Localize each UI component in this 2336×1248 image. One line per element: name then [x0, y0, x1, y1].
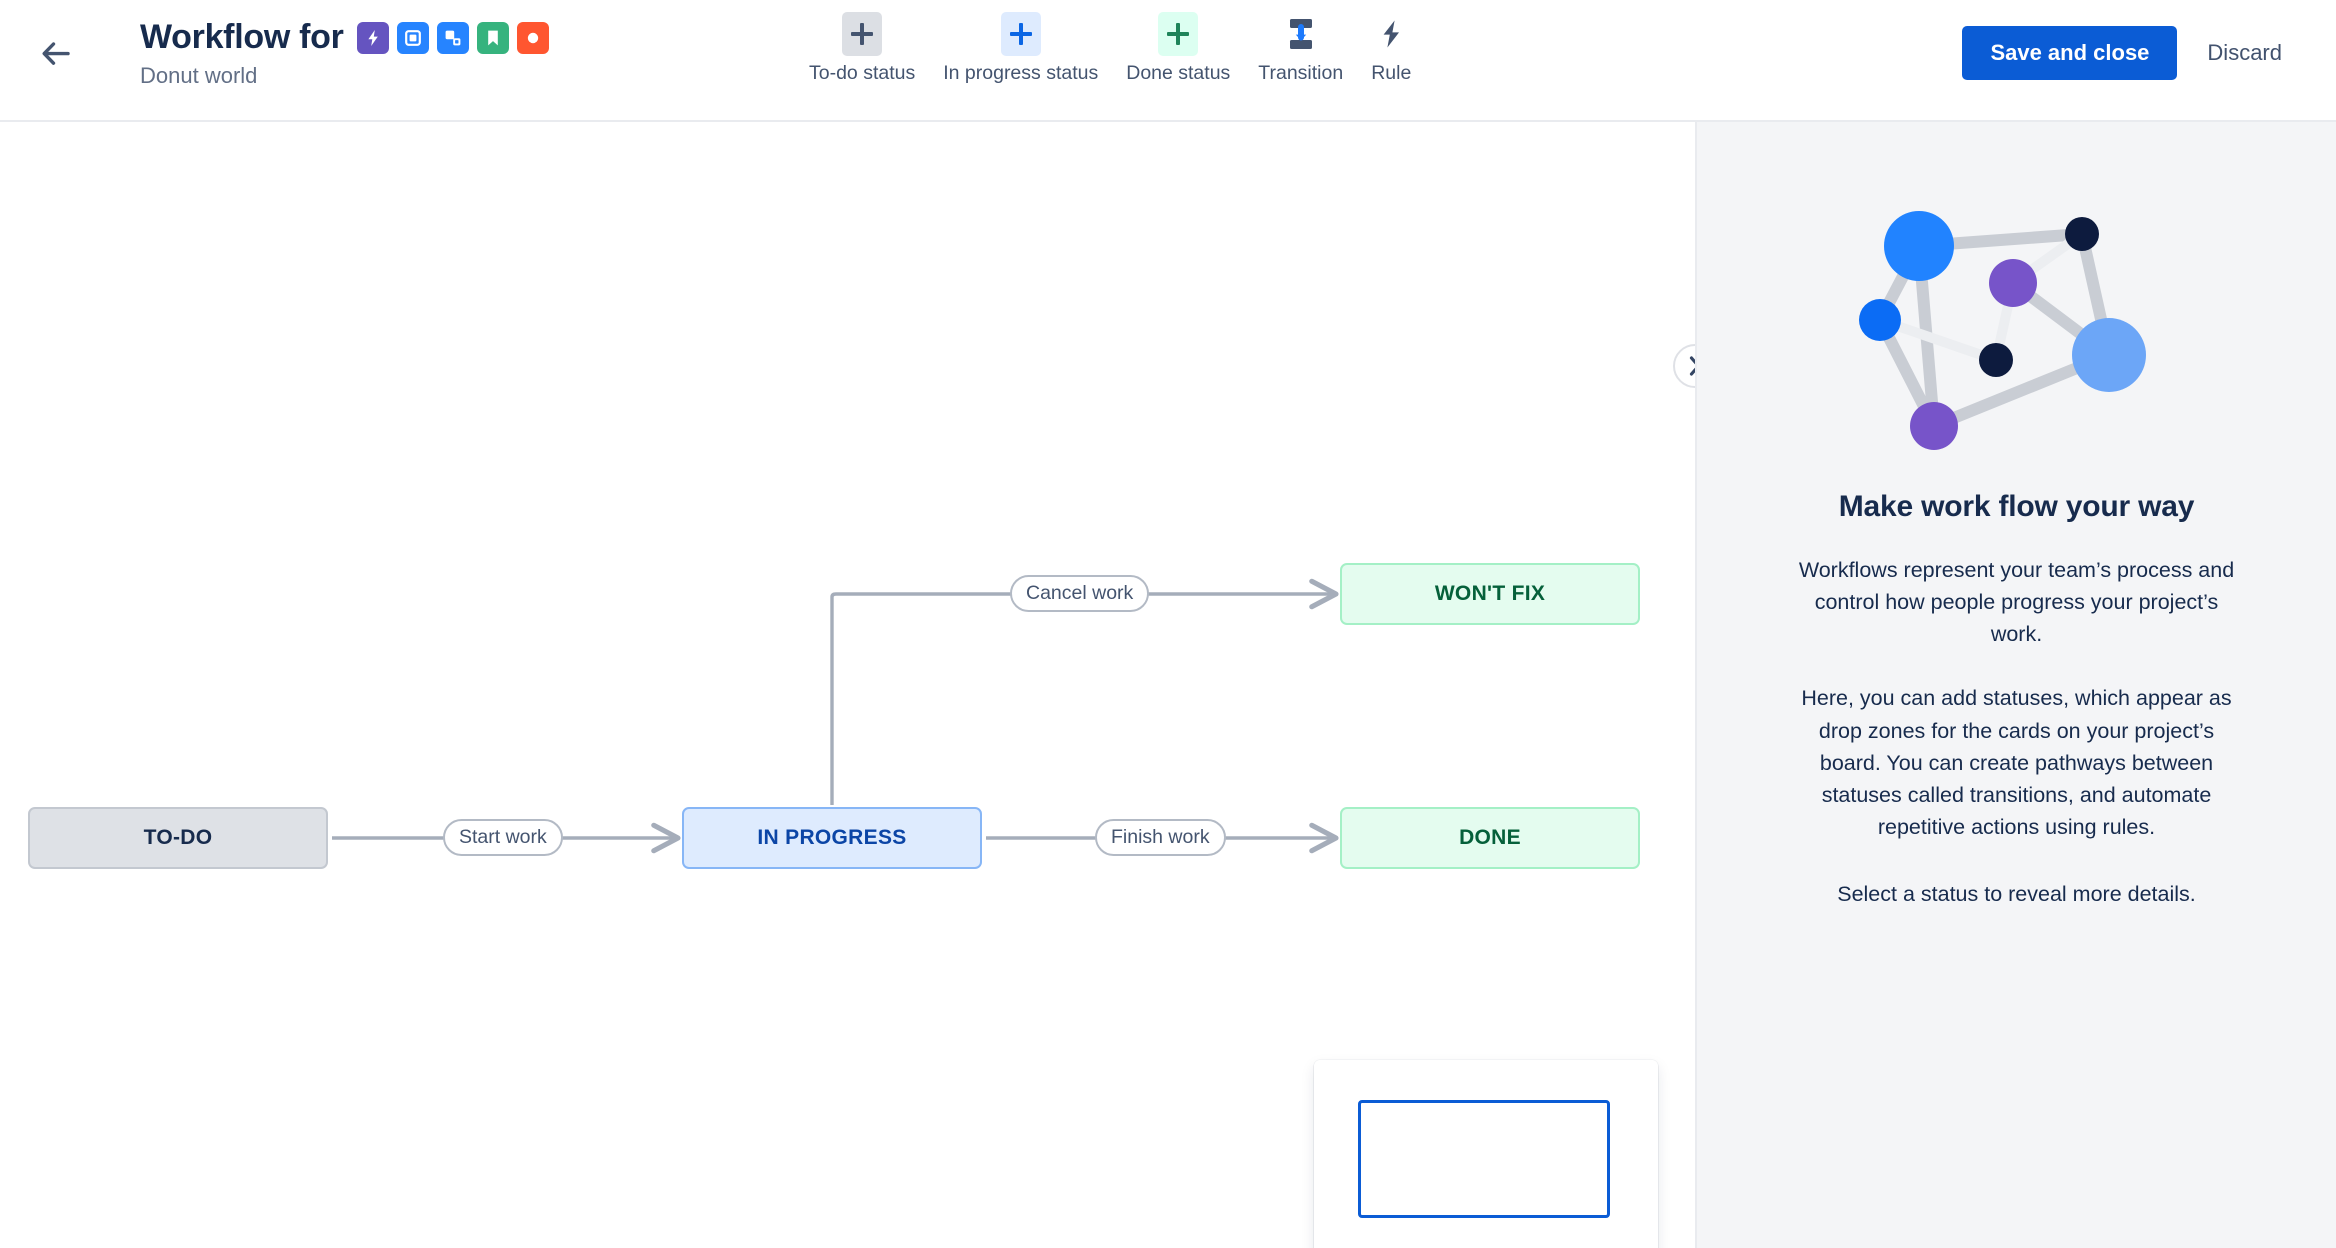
add-inprogress-status-button[interactable]: In progress status — [929, 8, 1112, 85]
tool-label-transition: Transition — [1258, 62, 1344, 84]
info-side-panel: Make work flow your way Workflows repres… — [1695, 122, 2336, 1248]
workflow-subtitle: Donut world — [140, 63, 258, 89]
workflow-network-illustration — [1858, 211, 2146, 450]
transition-label-cancel-work: Cancel work — [1026, 582, 1134, 604]
status-node-wont-fix[interactable]: WON'T FIX — [1340, 563, 1640, 625]
add-rule-button[interactable]: Rule — [1357, 8, 1425, 85]
add-transition-button[interactable]: Transition — [1244, 8, 1357, 85]
back-button[interactable] — [30, 28, 82, 80]
tool-label-rule: Rule — [1371, 62, 1412, 84]
status-node-todo[interactable]: TO-DO — [28, 807, 328, 869]
illustration-node-1 — [1883, 211, 1954, 281]
illustration-node-2 — [2064, 217, 2099, 251]
epic-icon[interactable] — [356, 21, 389, 54]
minimap-panel[interactable] — [1314, 1060, 1658, 1248]
workflow-canvas[interactable]: TO-DO IN PROGRESS WON'T FIX DONE Start w… — [0, 122, 1695, 1248]
header-actions: Save and close Discard — [1962, 26, 2302, 80]
edge-inprogress-to-cancelwork — [830, 592, 1011, 805]
transition-pill-start-work[interactable]: Start work — [443, 819, 563, 856]
plus-icon-inprogress — [1000, 12, 1041, 56]
app-header: Workflow for — [0, 0, 2336, 122]
status-node-label-done: DONE — [1459, 826, 1521, 849]
bug-icon[interactable] — [516, 21, 549, 54]
illustration-node-7 — [1909, 402, 1958, 450]
status-node-done[interactable]: DONE — [1340, 807, 1640, 869]
rule-bolt-icon — [1371, 12, 1411, 56]
transition-glyph — [1289, 19, 1312, 49]
connector-layer — [332, 578, 1339, 854]
tool-label-todo: To-do status — [809, 62, 916, 84]
workflow-title-block: Workflow for — [140, 18, 549, 89]
illustration-node-6 — [2071, 318, 2146, 392]
plus-icon-done — [1158, 12, 1199, 56]
issue-type-icon-group — [356, 21, 549, 54]
minimap-viewport-area[interactable] — [1314, 1060, 1658, 1248]
subtask-icon[interactable] — [436, 21, 469, 54]
story-icon[interactable] — [476, 21, 509, 54]
square-glyph — [404, 29, 421, 46]
transition-label-finish-work: Finish work — [1111, 826, 1210, 848]
panel-paragraph-3: Select a status to reveal more details. — [1837, 881, 2196, 906]
app-body: TO-DO IN PROGRESS WON'T FIX DONE Start w… — [0, 122, 2336, 1248]
circle-glyph — [527, 32, 538, 43]
chevron-right-icon — [1689, 356, 1695, 376]
plus-icon-todo — [842, 12, 883, 56]
tool-label-done: Done status — [1126, 62, 1231, 84]
add-done-status-button[interactable]: Done status — [1112, 8, 1244, 85]
bookmark-glyph — [487, 30, 498, 45]
page-title: Workflow for — [140, 18, 344, 56]
status-node-in-progress[interactable]: IN PROGRESS — [682, 807, 982, 869]
panel-paragraph-1: Workflows represent your team’s process … — [1798, 557, 2235, 647]
workflow-toolbar: To-do status In progress status Done sta… — [795, 8, 1425, 85]
status-node-label-in-progress: IN PROGRESS — [757, 826, 907, 849]
transition-pill-cancel-work[interactable]: Cancel work — [1010, 575, 1150, 612]
add-todo-status-button[interactable]: To-do status — [795, 8, 929, 85]
bolt-glyph — [367, 29, 378, 46]
arrow-left-icon — [42, 42, 70, 65]
illustration-node-5 — [1978, 343, 2013, 377]
minimap-viewport-rectangle[interactable] — [1358, 1100, 1610, 1218]
status-node-label-todo: TO-DO — [143, 826, 213, 849]
tool-label-inprogress: In progress status — [943, 62, 1099, 84]
transition-icon — [1281, 12, 1321, 56]
panel-paragraph-2: Here, you can add statuses, which appear… — [1801, 686, 2232, 840]
illustration-node-3 — [1988, 259, 2037, 307]
task-icon[interactable] — [396, 21, 429, 54]
transition-pill-finish-work[interactable]: Finish work — [1095, 819, 1226, 856]
illustration-node-4 — [1858, 299, 1901, 341]
subtask-glyph — [445, 30, 460, 45]
panel-title: Make work flow your way — [1838, 490, 2195, 523]
bolt-glyph-rule — [1383, 20, 1400, 48]
status-node-label-wont-fix: WON'T FIX — [1434, 582, 1546, 605]
save-and-close-button[interactable]: Save and close — [1962, 26, 2178, 80]
discard-button[interactable]: Discard — [2187, 26, 2302, 80]
transition-label-start-work: Start work — [459, 826, 547, 848]
